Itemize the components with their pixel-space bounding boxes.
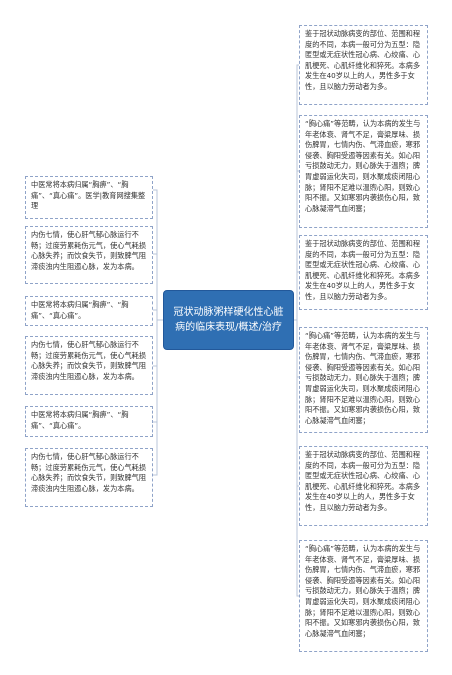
connector — [153, 189, 163, 321]
connector — [153, 253, 158, 320]
connector — [153, 309, 158, 320]
right-node[interactable]: 鉴于冠状动脉病变的部位、范围和程度的不同，本病一般可分为五型：隐匿型或无症状性冠… — [299, 25, 428, 105]
right-node[interactable]: “胸心痛”等范畴，认为本病的发生与年老体衰、肾气不足，膏粱厚味、损伤脾胃，七情内… — [299, 327, 428, 433]
left-node[interactable]: 内伤七情，使心肝气郁心脉运行不畅；过度劳累耗伤元气，使心气耗损心脉失养；而饮食失… — [25, 336, 153, 395]
left-node[interactable]: 内伤七情，使心肝气郁心脉运行不畅；过度劳累耗伤元气，使心气耗损心脉失养；而饮食失… — [25, 448, 153, 507]
connector — [153, 320, 158, 367]
right-node[interactable]: 鉴于冠状动脉病变的部位、范围和程度的不同，本病一般可分为五型：隐匿型或无症状性冠… — [299, 446, 428, 526]
left-node[interactable]: 中医常将本病归属“胸痹”、“胸痛”、“真心痛”。 — [25, 406, 153, 437]
connector — [153, 320, 158, 476]
left-node[interactable]: 中医常将本病归属“胸痹”、“胸痛”、“真心痛”。 — [25, 296, 153, 326]
connector — [296, 271, 299, 320]
connector — [153, 320, 158, 423]
left-node[interactable]: 内伤七情，使心肝气郁心脉运行不畅；过度劳累耗伤元气，使心气耗损心脉失养；而饮食失… — [25, 226, 153, 284]
right-node[interactable]: “胸心痛”等范畴，认为本病的发生与年老体衰、肾气不足，膏粱厚味、损伤脾胃，七情内… — [299, 540, 428, 652]
center-topic[interactable]: 冠状动脉粥样硬化性心脏病的临床表现/概述/治疗 — [163, 290, 294, 350]
right-node[interactable]: 鉴于冠状动脉病变的部位、范围和程度的不同，本病一般可分为五型：隐匿型或无症状性冠… — [299, 235, 428, 310]
right-node[interactable]: “胸心痛”等范畴，认为本病的发生与年老体衰、肾气不足，膏粱厚味、损伤脾胃，七情内… — [299, 115, 428, 228]
connector — [296, 170, 299, 320]
left-node[interactable]: 中医常将本病归属“胸痹”、“胸痛”、“真心痛”。医学|教育网搜集整理 — [25, 176, 153, 219]
connector — [296, 320, 299, 597]
